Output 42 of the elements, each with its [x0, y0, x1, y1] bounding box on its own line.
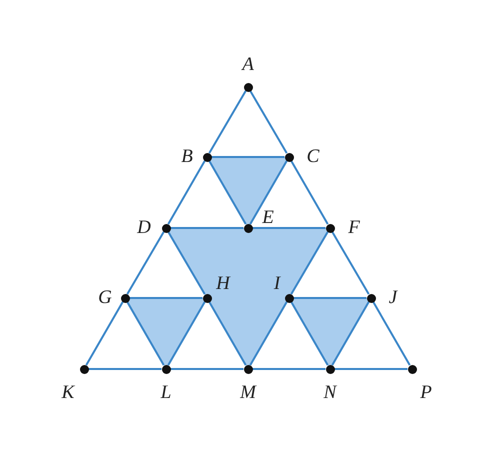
- line-segment: [130, 297, 202, 299]
- line-segment: [208, 301, 247, 366]
- vertex-label: M: [240, 383, 256, 403]
- line-segment: [331, 231, 370, 295]
- line-segment: [167, 231, 206, 295]
- vertex-label: N: [324, 383, 336, 403]
- vertex-label: F: [348, 218, 360, 238]
- line-segment: [208, 160, 247, 225]
- line-segment: [252, 227, 326, 229]
- line-segment: [170, 368, 244, 370]
- line-segment: [290, 301, 329, 366]
- vertex-label: C: [306, 147, 320, 167]
- vertex-label: G: [98, 288, 112, 308]
- vertex-label: P: [420, 383, 432, 403]
- vertex-label: J: [388, 288, 398, 308]
- line-segment: [331, 301, 370, 366]
- vertex-label: H: [216, 274, 230, 294]
- vertex-label: D: [137, 218, 151, 238]
- line-segment: [85, 301, 124, 366]
- vertex-label: K: [62, 383, 74, 403]
- line-segment: [372, 301, 411, 366]
- vertex-label: A: [242, 55, 254, 75]
- vertex-label: L: [160, 383, 172, 403]
- line-segment: [170, 227, 244, 229]
- line-segment: [249, 160, 288, 225]
- line-segment: [126, 301, 165, 366]
- line-segment: [167, 301, 206, 366]
- line-segment: [294, 297, 366, 299]
- line-segment: [126, 231, 165, 295]
- line-segment: [249, 301, 288, 366]
- line-segment: [208, 90, 247, 154]
- line-segment: [290, 160, 329, 225]
- line-segment: [334, 368, 408, 370]
- vertex-label: I: [274, 274, 280, 294]
- line-segment: [212, 156, 284, 158]
- line-segment: [290, 231, 329, 295]
- line-segment: [88, 368, 162, 370]
- line-segment: [167, 160, 206, 225]
- line-segment: [249, 90, 288, 154]
- vertex-label: E: [262, 208, 274, 228]
- vertex-label: B: [181, 147, 193, 167]
- line-segment: [252, 368, 326, 370]
